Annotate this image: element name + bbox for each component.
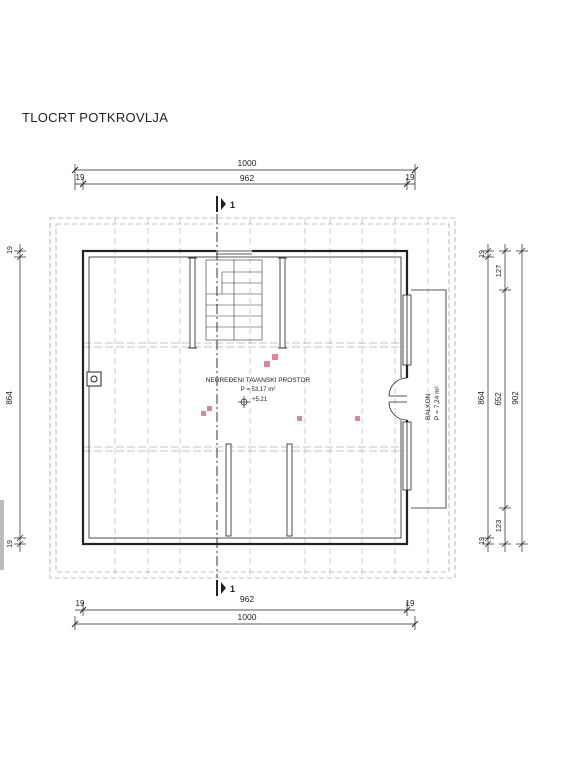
balcony: BALKON P = 7,24 m² <box>411 289 447 509</box>
chimney <box>86 371 102 387</box>
room-label: NEUREĐENI TAVANSKI PROSTOR P = 53,17 m² … <box>206 377 311 408</box>
balcony-area: P = 7,24 m² <box>434 386 441 420</box>
right-wall-openings <box>402 294 412 491</box>
walls <box>81 249 409 546</box>
dim-right-b-bottom: 123 <box>494 520 503 533</box>
dim-right-a-bottom: 19 <box>479 537 486 545</box>
dim-left-top: 19 <box>7 246 14 254</box>
dim-bottom-total: 1000 <box>238 612 257 622</box>
bottom-dimensions: 962 19 19 1000 <box>71 594 419 630</box>
right-dimensions <box>482 244 528 552</box>
top-dimensions: 1000 962 19 19 <box>71 158 419 190</box>
section-label-top: 1 <box>230 200 235 210</box>
room-area: P = 53,17 m² <box>241 387 275 393</box>
level-icon <box>238 396 250 408</box>
dim-top-right: 19 <box>406 173 415 182</box>
dim-right-b-top: 127 <box>494 265 503 278</box>
dim-bottom-inner: 962 <box>240 594 254 604</box>
section-marker-top: 1 <box>216 196 235 212</box>
dim-right-c-total: 902 <box>511 391 520 405</box>
purlins <box>83 342 407 452</box>
room-level: +5.21 <box>252 397 268 403</box>
room-name: NEUREĐENI TAVANSKI PROSTOR <box>206 377 311 384</box>
page-edge-shadow <box>0 500 4 570</box>
dim-left-bottom: 19 <box>7 540 14 548</box>
rafters <box>114 218 429 578</box>
roof-windows <box>188 257 293 537</box>
dim-left-total: 864 <box>5 391 14 405</box>
dim-right-a-top: 19 <box>479 250 486 258</box>
staircase <box>205 259 263 341</box>
column-markers <box>201 354 360 421</box>
drawing-title: TLOCRT POTKROVLJA <box>22 110 169 125</box>
dim-bottom-left: 19 <box>76 599 85 608</box>
roof-outline <box>49 217 456 579</box>
dim-top-total: 1000 <box>238 158 257 168</box>
dim-bottom-right: 19 <box>406 599 415 608</box>
balcony-door <box>388 377 412 421</box>
dim-right-b-mid: 652 <box>494 392 503 406</box>
left-dimensions <box>14 244 26 552</box>
dim-right-a-total: 864 <box>477 391 486 405</box>
dim-top-left: 19 <box>76 173 85 182</box>
section-marker-bottom: 1 <box>216 580 235 596</box>
dim-top-inner: 962 <box>240 173 254 183</box>
section-label-bottom: 1 <box>230 584 235 594</box>
balcony-name: BALKON <box>425 393 432 420</box>
